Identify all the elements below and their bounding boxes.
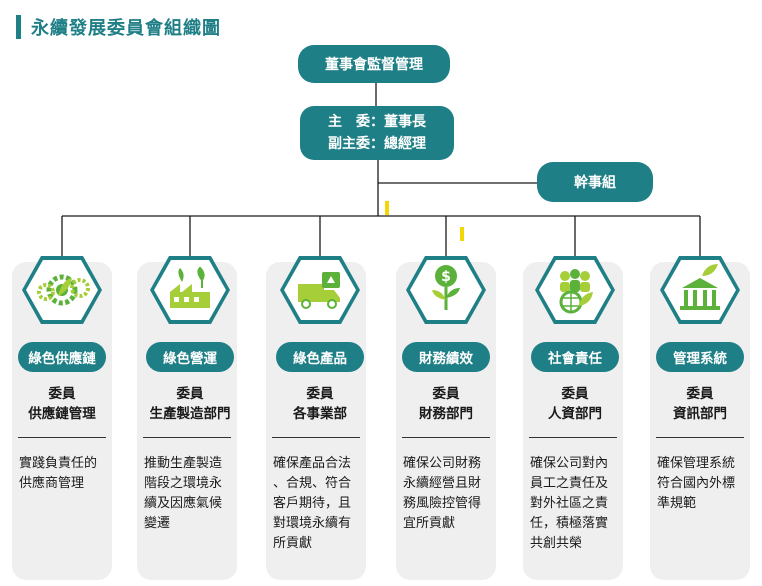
role-department: 供應鏈管理 — [28, 406, 96, 422]
svg-text:$: $ — [441, 269, 451, 285]
team-role: 委員資訊部門 — [645, 384, 755, 424]
description-line: 確保管理系統 — [657, 456, 736, 471]
team-label-product: 綠色產品 — [276, 342, 364, 372]
role-department: 資訊部門 — [673, 406, 727, 422]
description-line: 任，積極落實 — [530, 516, 609, 531]
team-description: 確保管理系統符合國內外標準規範 — [657, 454, 735, 514]
description-line: 實踐負責任的 — [19, 456, 98, 471]
description-line: 確保產品合法 — [273, 456, 352, 471]
role-title: 委員 — [561, 386, 589, 402]
yellow-marker — [460, 227, 464, 241]
description-line: 客戶期待，且 — [273, 496, 352, 511]
pillars-leaf-icon — [658, 254, 742, 326]
team-label-finance: 財務績效 — [402, 342, 490, 372]
team-role: 委員供應鏈管理 — [7, 384, 117, 424]
description-line: 階段之環境永 — [144, 476, 223, 491]
title-accent-bar — [16, 15, 21, 39]
description-line: 續及因應氣候 — [144, 496, 223, 511]
role-department: 財務部門 — [419, 406, 473, 422]
team-divider — [402, 437, 490, 438]
team-divider — [656, 437, 744, 438]
team-description: 確保產品合法、合規、符合客戶期待，且對環境永續有所貢獻 — [273, 454, 351, 554]
board-label: 董事會監督管理 — [325, 57, 423, 73]
description-line: 變遷 — [144, 516, 171, 531]
team-role: 委員人資部門 — [520, 384, 630, 424]
team-label-supply: 綠色供應鏈 — [18, 342, 106, 372]
role-department: 生產製造部門 — [149, 406, 231, 422]
role-title: 委員 — [176, 386, 204, 402]
description-line: 對環境永續有 — [273, 516, 352, 531]
gears-leaf-icon — [20, 254, 104, 326]
description-line: 所貢獻 — [273, 536, 313, 551]
team-description: 實踐負責任的供應商管理 — [19, 454, 97, 494]
team-description: 確保公司對內員工之責任及對外社區之責任，積極落實共創共榮 — [530, 454, 608, 554]
team-role: 委員生產製造部門 — [135, 384, 245, 424]
secretariat-label: 幹事組 — [574, 175, 616, 191]
description-line: 務風險控管得 — [403, 496, 482, 511]
page-title: 永續發展委員會組織圖 — [31, 18, 221, 39]
description-line: 確保公司財務 — [403, 456, 482, 471]
description-line: 宜所貢獻 — [403, 516, 456, 531]
team-label-ops: 綠色營運 — [146, 342, 234, 372]
team-label-social: 社會責任 — [531, 342, 619, 372]
role-title: 委員 — [686, 386, 714, 402]
team-divider — [18, 437, 106, 438]
role-department: 人資部門 — [548, 406, 602, 422]
description-line: 準規範 — [657, 496, 697, 511]
description-line: 確保公司對內 — [530, 456, 609, 471]
team-description: 推動生產製造階段之環境永續及因應氣候變遷 — [144, 454, 222, 534]
chair-line: 主 委：董事長 — [328, 114, 426, 130]
description-line: 共創共榮 — [530, 536, 583, 551]
role-department: 各事業部 — [293, 406, 347, 422]
secretariat-box: 幹事組 — [537, 162, 653, 202]
team-divider — [143, 437, 231, 438]
role-title: 委員 — [306, 386, 334, 402]
description-line: 永續經營且財 — [403, 476, 482, 491]
role-title: 委員 — [48, 386, 76, 402]
board-box: 董事會監督管理 — [298, 45, 450, 83]
team-label-mgmt: 管理系統 — [656, 342, 744, 372]
description-line: 供應商管理 — [19, 476, 85, 491]
role-title: 委員 — [432, 386, 460, 402]
team-description: 確保公司財務永續經營且財務風險控管得宜所貢獻 — [403, 454, 481, 534]
dollar-plant-icon: $ — [404, 254, 488, 326]
description-line: 對外社區之責 — [530, 496, 609, 511]
chair-box: 主 委：董事長 副主委：總經理 — [300, 106, 454, 160]
people-globe-icon — [533, 254, 617, 326]
description-line: 員工之責任及 — [530, 476, 609, 491]
team-role: 委員各事業部 — [265, 384, 375, 424]
factory-plants-icon — [148, 254, 232, 326]
team-divider — [529, 437, 617, 438]
team-divider — [272, 437, 360, 438]
page-header: 永續發展委員會組織圖 — [16, 14, 221, 40]
description-line: 符合國內外標 — [657, 476, 736, 491]
team-role: 委員財務部門 — [391, 384, 501, 424]
description-line: 、合規、符合 — [273, 476, 352, 491]
vice-chair-line: 副主委：總經理 — [328, 136, 426, 152]
yellow-marker — [385, 201, 389, 215]
truck-recycle-icon — [278, 254, 362, 326]
description-line: 推動生產製造 — [144, 456, 223, 471]
